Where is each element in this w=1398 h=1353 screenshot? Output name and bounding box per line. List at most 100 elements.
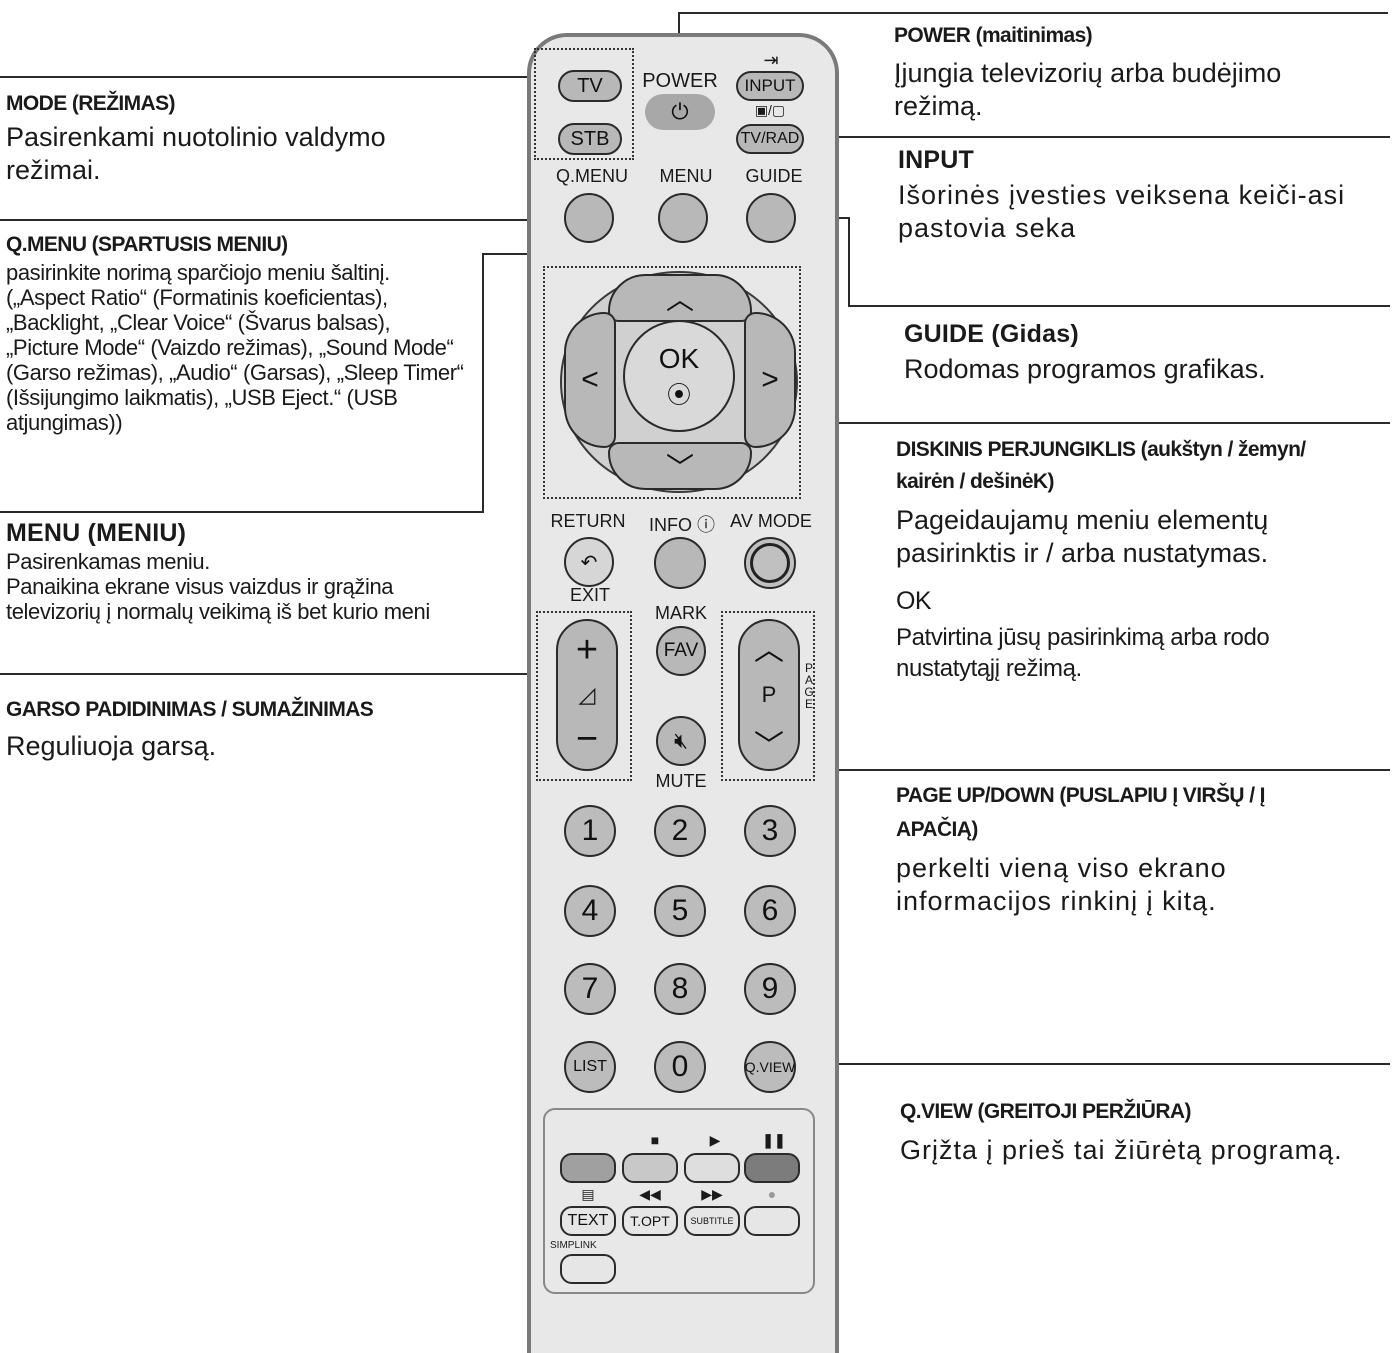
p-label: P <box>761 682 777 707</box>
qview-leader <box>808 1063 1390 1065</box>
num-1-button[interactable]: 1 <box>564 805 616 857</box>
red-button[interactable] <box>560 1153 616 1183</box>
qmenu-description: pasirinkite norimą sparčiojo meniu šalti… <box>6 260 464 435</box>
exit-label: EXIT <box>569 585 610 605</box>
qmenu-title: Q.MENU (SPARTUSIS MENIU) <box>6 233 288 256</box>
simplink-label: SIMPLINK <box>550 1240 597 1251</box>
power-title: POWER (maitinimas) <box>894 24 1093 47</box>
page-leader <box>820 769 1390 771</box>
qmenu-label: Q.MENU <box>556 166 628 186</box>
guide-leader-c <box>848 305 1390 307</box>
menu-label: MENU <box>659 166 713 186</box>
topt-button[interactable]: T.OPT <box>622 1206 678 1236</box>
ok-label: OK <box>658 342 700 374</box>
fast-forward-icon: ▶▶ <box>701 1186 723 1202</box>
text-button[interactable]: TEXT <box>560 1206 616 1236</box>
guide-button[interactable] <box>746 193 796 243</box>
num-4-button[interactable]: 4 <box>564 885 616 937</box>
menu-title: MENU (MENIU) <box>6 519 187 547</box>
volume-rocker[interactable]: + ◿ − <box>556 619 618 771</box>
function-panel <box>543 1108 815 1294</box>
plus-icon: + <box>575 629 599 671</box>
avmode-button[interactable] <box>744 537 796 589</box>
qview-title: Q.VIEW (GREITOJI PERŽIŪRA) <box>900 1100 1191 1123</box>
blue-button[interactable] <box>744 1153 800 1183</box>
dpad-title-1: DISKINIS PERJUNGIKLIS (aukštyn / žemyn/ <box>896 438 1306 461</box>
dpad-down-button[interactable]: ﹀ <box>608 442 752 490</box>
qview-button[interactable]: Q.VIEW <box>744 1041 796 1093</box>
num-3-button[interactable]: 3 <box>744 805 796 857</box>
play-icon: ▶ <box>709 1132 721 1148</box>
menu-description-1: Pasirenkamas meniu. <box>6 549 210 574</box>
green-button[interactable] <box>622 1153 678 1183</box>
list-button[interactable]: LIST <box>564 1041 616 1093</box>
mark-label: MARK <box>654 603 707 623</box>
page-rocker[interactable]: ︿ P ﹀ <box>738 619 800 771</box>
page-down-icon: ﹀ <box>754 730 784 763</box>
mute-button[interactable]: 🔇︎ <box>656 716 706 766</box>
page-up-icon: ︿ <box>754 634 784 667</box>
menu-leader-h <box>0 511 484 513</box>
input-icon: ⇥ <box>763 50 779 70</box>
tv-mode-button[interactable]: TV <box>558 70 622 102</box>
tv-radio-icon: ▣/▢ <box>754 102 786 118</box>
guide-leader-b <box>848 217 850 307</box>
power-button[interactable]: ⏻ <box>645 94 715 130</box>
qview-description: Grįžta į prieš tai žiūrėtą programą. <box>900 1135 1343 1165</box>
guide-label: GUIDE <box>745 166 803 186</box>
power-label: POWER <box>642 70 718 92</box>
tv-rad-button[interactable]: TV/RAD <box>736 124 804 154</box>
dpad-leader <box>806 422 1390 424</box>
rewind-icon: ◀◀ <box>639 1186 661 1202</box>
power-description: Įjungia televizorių arba budėjimo režimą… <box>894 58 1282 121</box>
simplink-button[interactable] <box>560 1254 616 1284</box>
yellow-button[interactable] <box>684 1153 740 1183</box>
num-2-button[interactable]: 2 <box>654 805 706 857</box>
qmenu-button[interactable] <box>564 193 614 243</box>
stb-mode-button[interactable]: STB <box>558 123 622 155</box>
chevron-down-icon: ﹀ <box>665 452 694 483</box>
mode-group-outline <box>534 48 634 160</box>
record-button[interactable] <box>744 1206 800 1236</box>
minus-icon: − <box>575 718 599 760</box>
menu-button[interactable] <box>658 193 708 243</box>
page-title-1: PAGE UP/DOWN (PUSLAPIU Į VIRŠŲ / Į <box>896 784 1266 807</box>
volume-ramp-icon: ◿ <box>578 682 596 707</box>
dpad-left-button[interactable]: < <box>564 312 616 448</box>
num-0-button[interactable]: 0 <box>654 1041 706 1093</box>
num-5-button[interactable]: 5 <box>654 885 706 937</box>
chevron-up-icon: ︿ <box>665 284 694 315</box>
return-label: RETURN <box>550 511 626 531</box>
menu-leader-v <box>482 253 484 513</box>
num-9-button[interactable]: 9 <box>744 963 796 1015</box>
page-outline <box>721 611 815 781</box>
guide-title: GUIDE (Gidas) <box>904 320 1079 348</box>
pause-icon: ❚❚ <box>762 1132 786 1148</box>
avmode-label: AV MODE <box>730 511 812 531</box>
volume-description: Reguliuoja garsą. <box>6 731 217 761</box>
input-button[interactable]: INPUT <box>736 71 804 101</box>
page-description: perkelti vieną viso ekrano informacijos … <box>896 853 1227 916</box>
info-button[interactable] <box>654 537 706 589</box>
num-7-button[interactable]: 7 <box>564 963 616 1015</box>
mode-title: MODE (REŽIMAS) <box>6 92 176 115</box>
dpad-up-button[interactable]: ︿ <box>608 274 752 322</box>
num-6-button[interactable]: 6 <box>744 885 796 937</box>
subtitle-button[interactable]: SUBTITLE <box>684 1206 740 1236</box>
qmenu-leader <box>0 219 558 221</box>
stop-icon: ■ <box>650 1132 660 1148</box>
mode-leader <box>0 76 536 78</box>
fav-button[interactable]: FAV <box>656 626 706 676</box>
dpad-title-2: kairėn / dešinėK) <box>896 470 1054 493</box>
input-description: Išorinės įvesties veiksena keiči-asi pas… <box>898 180 1346 243</box>
num-8-button[interactable]: 8 <box>654 963 706 1015</box>
dpad-right-button[interactable]: > <box>744 312 796 448</box>
return-button[interactable]: ↶ <box>564 537 614 587</box>
menu-description-2: Panaikina ekrane visus vaizdus ir grąžin… <box>6 574 430 624</box>
mute-icon: 🔇︎ <box>674 728 688 753</box>
ok-description: Patvirtina jūsų pasirinkimą arba rodo nu… <box>896 624 1270 682</box>
avmode-ring-icon <box>750 543 790 583</box>
text-icon: ▤ <box>581 1186 595 1202</box>
ok-button[interactable]: OK ⦿ <box>623 320 735 432</box>
ok-target-icon: ⦿ <box>667 381 691 409</box>
